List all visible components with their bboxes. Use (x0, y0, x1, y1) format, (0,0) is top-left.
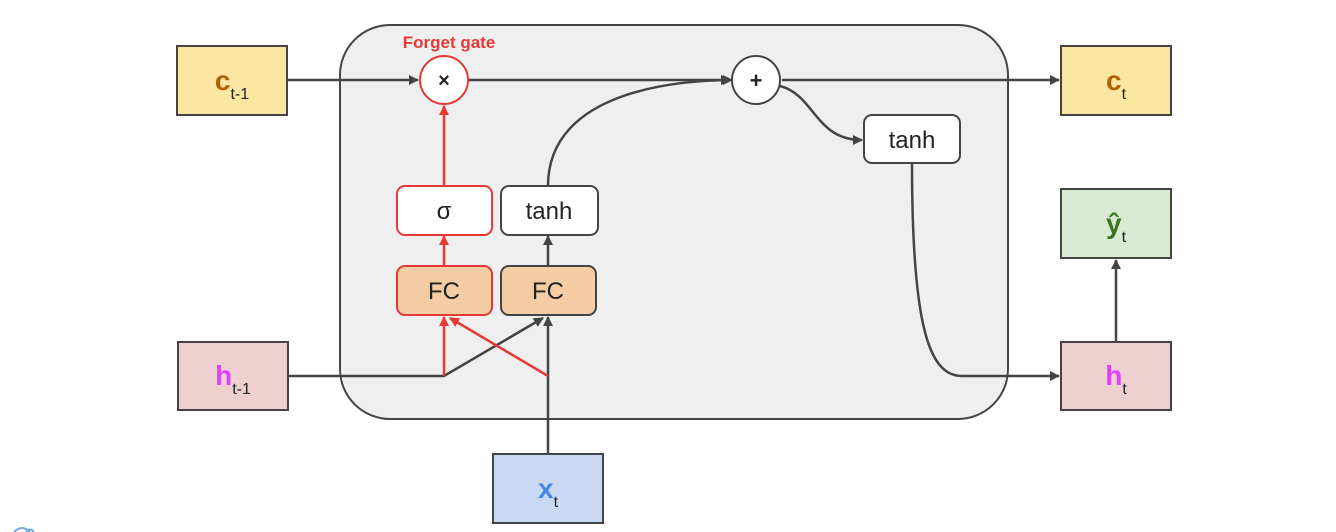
h-prev-box (177, 341, 289, 411)
h-t-label: ht (1105, 360, 1127, 398)
fc-candidate-label: FC (532, 278, 564, 305)
c-prev-box (176, 45, 288, 116)
fc-forget-box (396, 265, 493, 316)
connector-add-to-tanh-output (779, 84, 863, 145)
sigma-label: σ (437, 198, 452, 225)
lstm-cell-container (339, 24, 1009, 420)
c-t-box (1060, 45, 1172, 116)
sigma-box (396, 185, 493, 236)
h-t-box (1060, 341, 1172, 411)
tanh-output-box (863, 114, 961, 164)
corner-logo-icon (13, 527, 35, 532)
connector-tanh-candidate-to-add (546, 75, 733, 187)
add-op (731, 55, 781, 105)
fc-forget-label: FC (428, 278, 460, 305)
connector-x-to-fc-forget (449, 316, 549, 378)
y-t-box (1060, 188, 1172, 259)
c-prev-label: ct-1 (215, 65, 249, 103)
forget-gate-label: Forget gate (403, 33, 496, 52)
add-symbol: + (750, 68, 763, 93)
h-prev-label: ht-1 (215, 360, 251, 398)
tanh-candidate-label: tanh (526, 198, 573, 225)
connector-tanh-output-to-h-t (910, 162, 1060, 381)
x-t-box (492, 453, 604, 524)
tanh-candidate-box (500, 185, 599, 236)
multiply-op (419, 55, 469, 105)
x-t-label: xt (538, 473, 559, 511)
c-t-label: ct (1106, 65, 1127, 103)
fc-candidate-box (500, 265, 597, 316)
tanh-output-label: tanh (889, 127, 936, 154)
multiply-symbol: × (438, 70, 450, 92)
y-t-label: ŷt (1106, 208, 1127, 246)
